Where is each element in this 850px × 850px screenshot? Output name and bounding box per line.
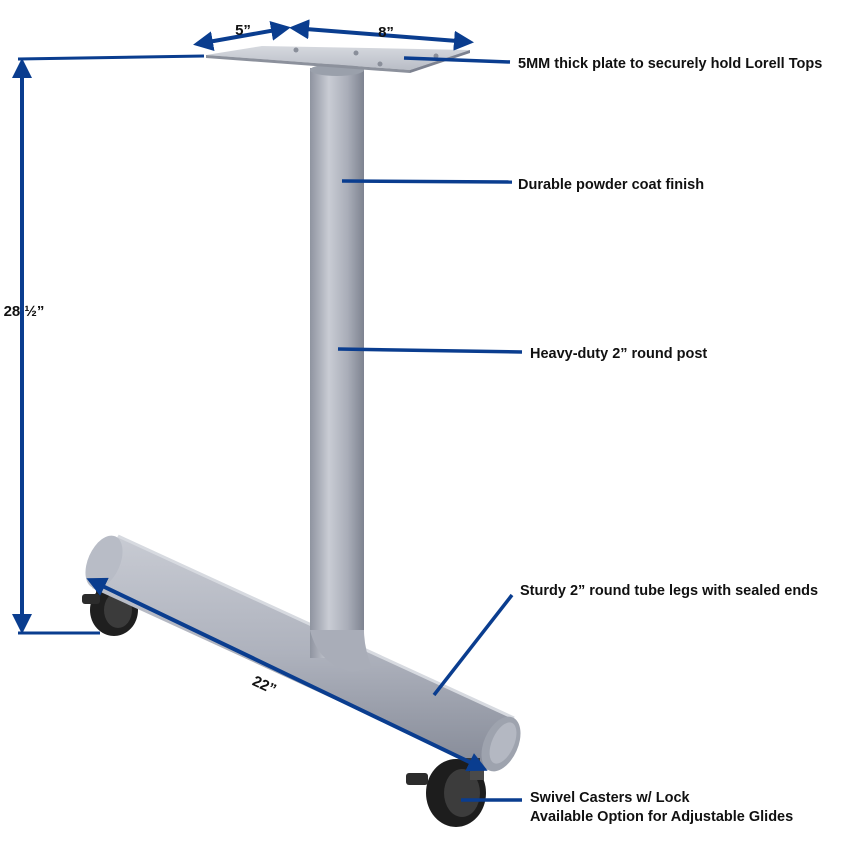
legs-callout-line xyxy=(432,593,514,697)
top-plate xyxy=(206,46,470,73)
height-label: 28 ½” xyxy=(4,303,45,320)
finish-callout: Durable powder coat finish xyxy=(518,177,704,193)
post xyxy=(310,64,372,672)
caster-front-right xyxy=(406,758,486,827)
plate-width-arrow xyxy=(289,19,474,51)
dimension-annotations xyxy=(12,19,488,772)
leg-length-label: 22” xyxy=(250,673,279,699)
finish-callout-line xyxy=(341,179,513,184)
leg-tube xyxy=(85,534,521,772)
plate-depth-label: 5” xyxy=(235,22,251,39)
plate-callout: 5MM thick plate to securely hold Lorell … xyxy=(518,56,822,72)
post-callout: Heavy-duty 2” round post xyxy=(530,346,707,362)
casters-callout-line2: Available Option for Adjustable Glides xyxy=(530,809,793,825)
callout-lines xyxy=(337,56,523,802)
plate-width-label: 8” xyxy=(378,24,394,41)
table-leg-illustration xyxy=(82,46,521,827)
casters-callout-line1: Swivel Casters w/ Lock xyxy=(530,790,691,806)
height-top-extension xyxy=(17,54,205,61)
plate-callout-line xyxy=(403,56,511,64)
leg-length-arrow xyxy=(86,577,488,772)
plate-depth-arrow xyxy=(193,20,291,52)
legs-callout: Sturdy 2” round tube legs with sealed en… xyxy=(520,583,818,599)
post-callout-line xyxy=(337,347,523,354)
